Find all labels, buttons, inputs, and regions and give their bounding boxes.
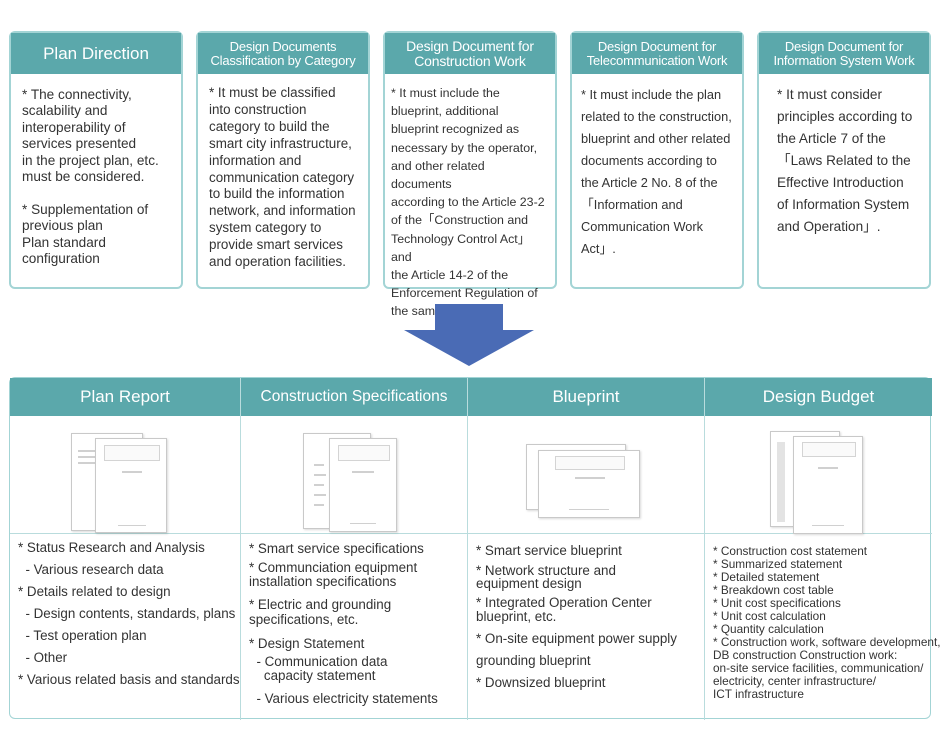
document-thumbnail: [793, 436, 863, 534]
card-body: * The connectivity, scalability and inte…: [22, 87, 159, 267]
list-item: - Various electricity statements: [249, 691, 438, 706]
card-title: Design Document for Construction Work: [385, 33, 555, 74]
blueprint-items: * Smart service blueprint * Network stru…: [468, 534, 704, 694]
list-item: * Unit cost calculation: [713, 609, 826, 623]
down-arrow-icon: [404, 304, 534, 366]
document-thumbnail: [538, 450, 640, 518]
list-item: * Unit cost specifications: [713, 596, 841, 610]
card-body: * It must include the plan related to th…: [581, 87, 732, 256]
list-item: * Network structure and: [476, 563, 616, 578]
list-item: * Detailed statement: [713, 570, 820, 584]
document-thumbnail: [95, 438, 167, 533]
column-title: Design Budget: [705, 378, 932, 416]
column-title: Blueprint: [468, 378, 704, 416]
plan-direction-card: Plan Direction * The connectivity, scala…: [9, 31, 183, 289]
deliverables-table: Plan Report * Status Research and Analys…: [9, 377, 941, 720]
list-item: installation specifications: [249, 574, 397, 589]
list-item: grounding blueprint: [476, 653, 591, 668]
column-title: Construction Specifications: [241, 378, 467, 416]
design-budget-items: * Construction cost statement * Summariz…: [705, 534, 941, 701]
list-item: * Construction cost statement: [713, 544, 868, 558]
list-item: * Integrated Operation Center: [476, 595, 652, 610]
list-item: * Smart service specifications: [249, 541, 424, 556]
list-item: * Electric and grounding: [249, 597, 392, 612]
list-item: - Test operation plan: [18, 628, 147, 643]
column-title: Plan Report: [10, 378, 240, 416]
list-item: * Construction work, software developmen…: [713, 635, 941, 649]
card-title: Design Document for Information System W…: [759, 33, 929, 74]
card-title: Plan Direction: [11, 33, 181, 74]
card-title: Design Documents Classification by Categ…: [198, 33, 368, 74]
list-item: on-site service facilities, communicatio…: [713, 661, 924, 675]
list-item: * Design Statement: [249, 636, 365, 651]
list-item: * Smart service blueprint: [476, 543, 622, 558]
construction-work-card: Design Document for Construction Work * …: [383, 31, 557, 318]
construction-specifications-column: Construction Specifications * Smart serv…: [240, 378, 467, 720]
card-body: * It must include the blueprint, additio…: [391, 86, 545, 319]
plan-report-thumbnail: [10, 416, 240, 534]
design-budget-column: Design Budget * Construction cost statem…: [704, 378, 941, 720]
list-item: electricity, center infrastructure/: [713, 674, 877, 688]
list-item: * On-site equipment power supply: [476, 631, 677, 646]
list-item: - Communication data: [249, 654, 388, 669]
list-item: * Details related to design: [18, 584, 171, 599]
list-item: - Other: [18, 650, 68, 665]
construction-specifications-items: * Smart service specifications * Communc…: [241, 534, 467, 709]
classification-card: Design Documents Classification by Categ…: [196, 31, 370, 289]
info-system-work-card: Design Document for Information System W…: [757, 31, 931, 289]
list-item: capacity statement: [249, 668, 376, 683]
telecom-work-card: Design Document for Telecommunication Wo…: [570, 31, 744, 289]
construction-specifications-thumbnail: [241, 416, 467, 534]
list-item: equipment design: [476, 576, 582, 591]
list-item: * Summarized statement: [713, 557, 843, 571]
list-item: * Status Research and Analysis: [18, 540, 205, 555]
card-body: * It must be classified into constructio…: [209, 85, 356, 270]
plan-report-items: * Status Research and Analysis - Various…: [10, 534, 240, 691]
list-item: DB construction Construction work:: [713, 648, 898, 662]
design-budget-thumbnail: [705, 416, 932, 534]
list-item: ICT infrastructure: [713, 687, 804, 701]
list-item: * Breakdown cost table: [713, 583, 834, 597]
list-item: - Various research data: [18, 562, 164, 577]
list-item: blueprint, etc.: [476, 609, 557, 624]
plan-report-column: Plan Report * Status Research and Analys…: [10, 378, 240, 720]
list-item: * Quantity calculation: [713, 622, 824, 636]
blueprint-thumbnail: [468, 416, 704, 534]
blueprint-column: Blueprint * Smart service blueprint * Ne…: [467, 378, 704, 720]
list-item: - Design contents, standards, plans: [18, 606, 236, 621]
list-item: * Communciation equipment: [249, 560, 418, 575]
card-title: Design Document for Telecommunication Wo…: [572, 33, 742, 74]
card-body: * It must consider principles according …: [777, 87, 913, 234]
document-thumbnail: [329, 438, 397, 532]
list-item: * Various related basis and standards: [18, 672, 240, 687]
list-item: * Downsized blueprint: [476, 675, 606, 690]
list-item: specifications, etc.: [249, 612, 359, 627]
